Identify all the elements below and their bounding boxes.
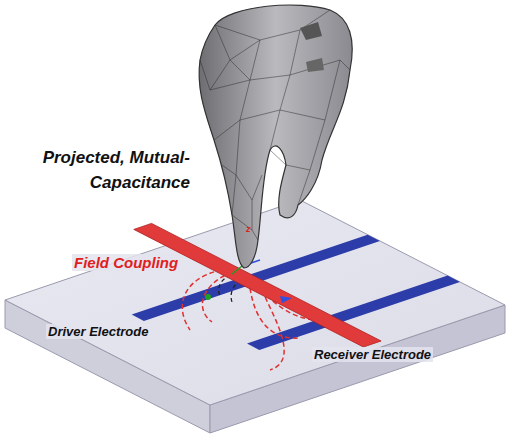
electrode-label: Receiver Electrode <box>312 347 433 362</box>
axis-label: z <box>246 224 251 234</box>
diagram-title: Projected, Mutual-Capacitance <box>20 146 190 195</box>
field-label: Field Coupling <box>72 254 180 271</box>
hand-mesh <box>199 5 352 268</box>
electrode-label: Driver Electrode <box>46 324 150 339</box>
